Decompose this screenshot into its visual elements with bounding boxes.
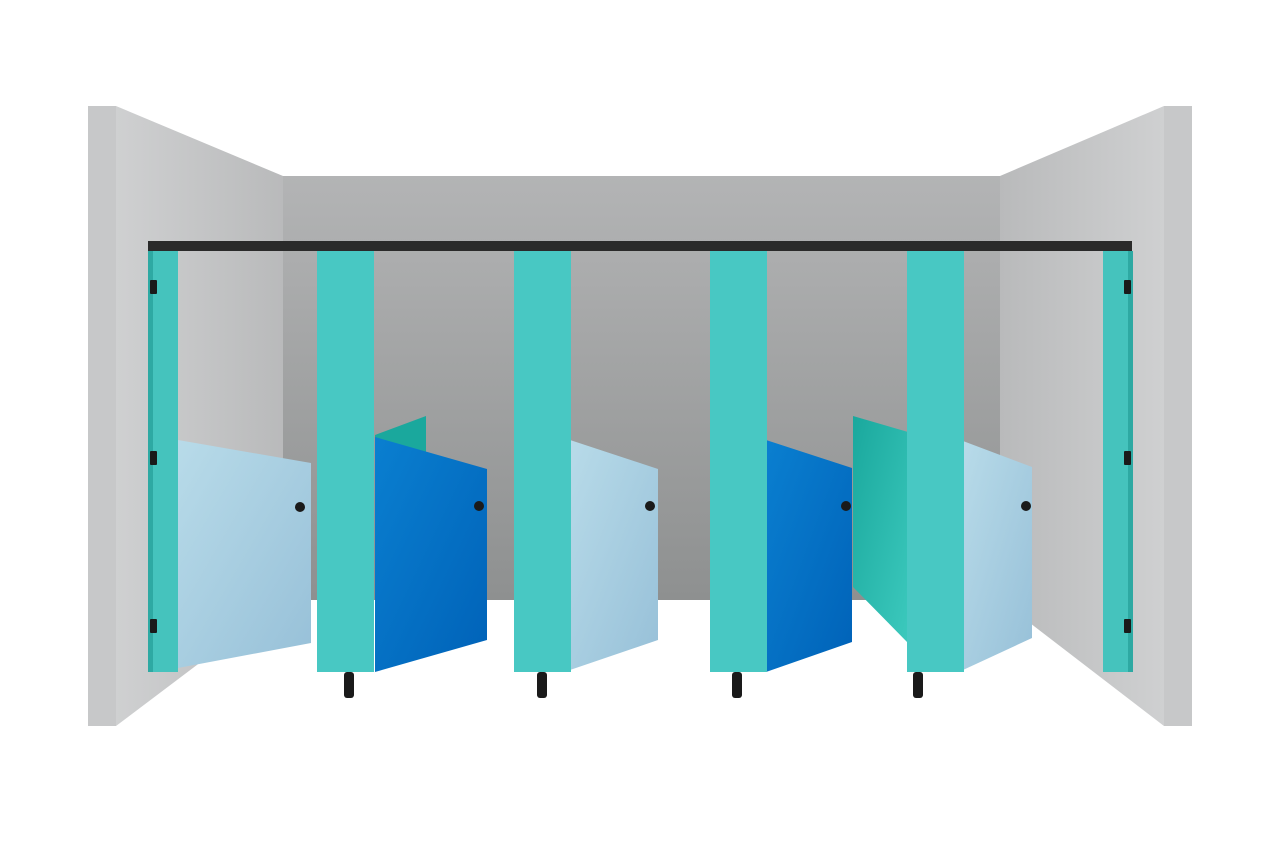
door-5-handle [1021,501,1031,511]
left-wall-edge [88,106,116,726]
pilaster-3 [710,251,767,672]
door-1-handle [295,502,305,512]
door-5-light-blue [963,441,1032,670]
pilaster-1 [317,251,374,672]
door-4-royal-blue [766,440,852,672]
door-2-handle [474,501,484,511]
door-5-teal [853,416,908,643]
headrail [148,241,1132,251]
pilaster-2 [514,251,571,672]
right-wall-edge [1164,106,1192,726]
door-3-handle [645,501,655,511]
door-2-royal-blue [375,437,487,672]
wall-brackets [150,280,1131,633]
door-3-light-blue [570,440,658,670]
pilaster-feet [344,672,923,698]
front-pilasters [317,251,964,672]
door-4-handle [841,501,851,511]
door-1-light-blue [178,440,311,668]
pilaster-4 [907,251,964,672]
